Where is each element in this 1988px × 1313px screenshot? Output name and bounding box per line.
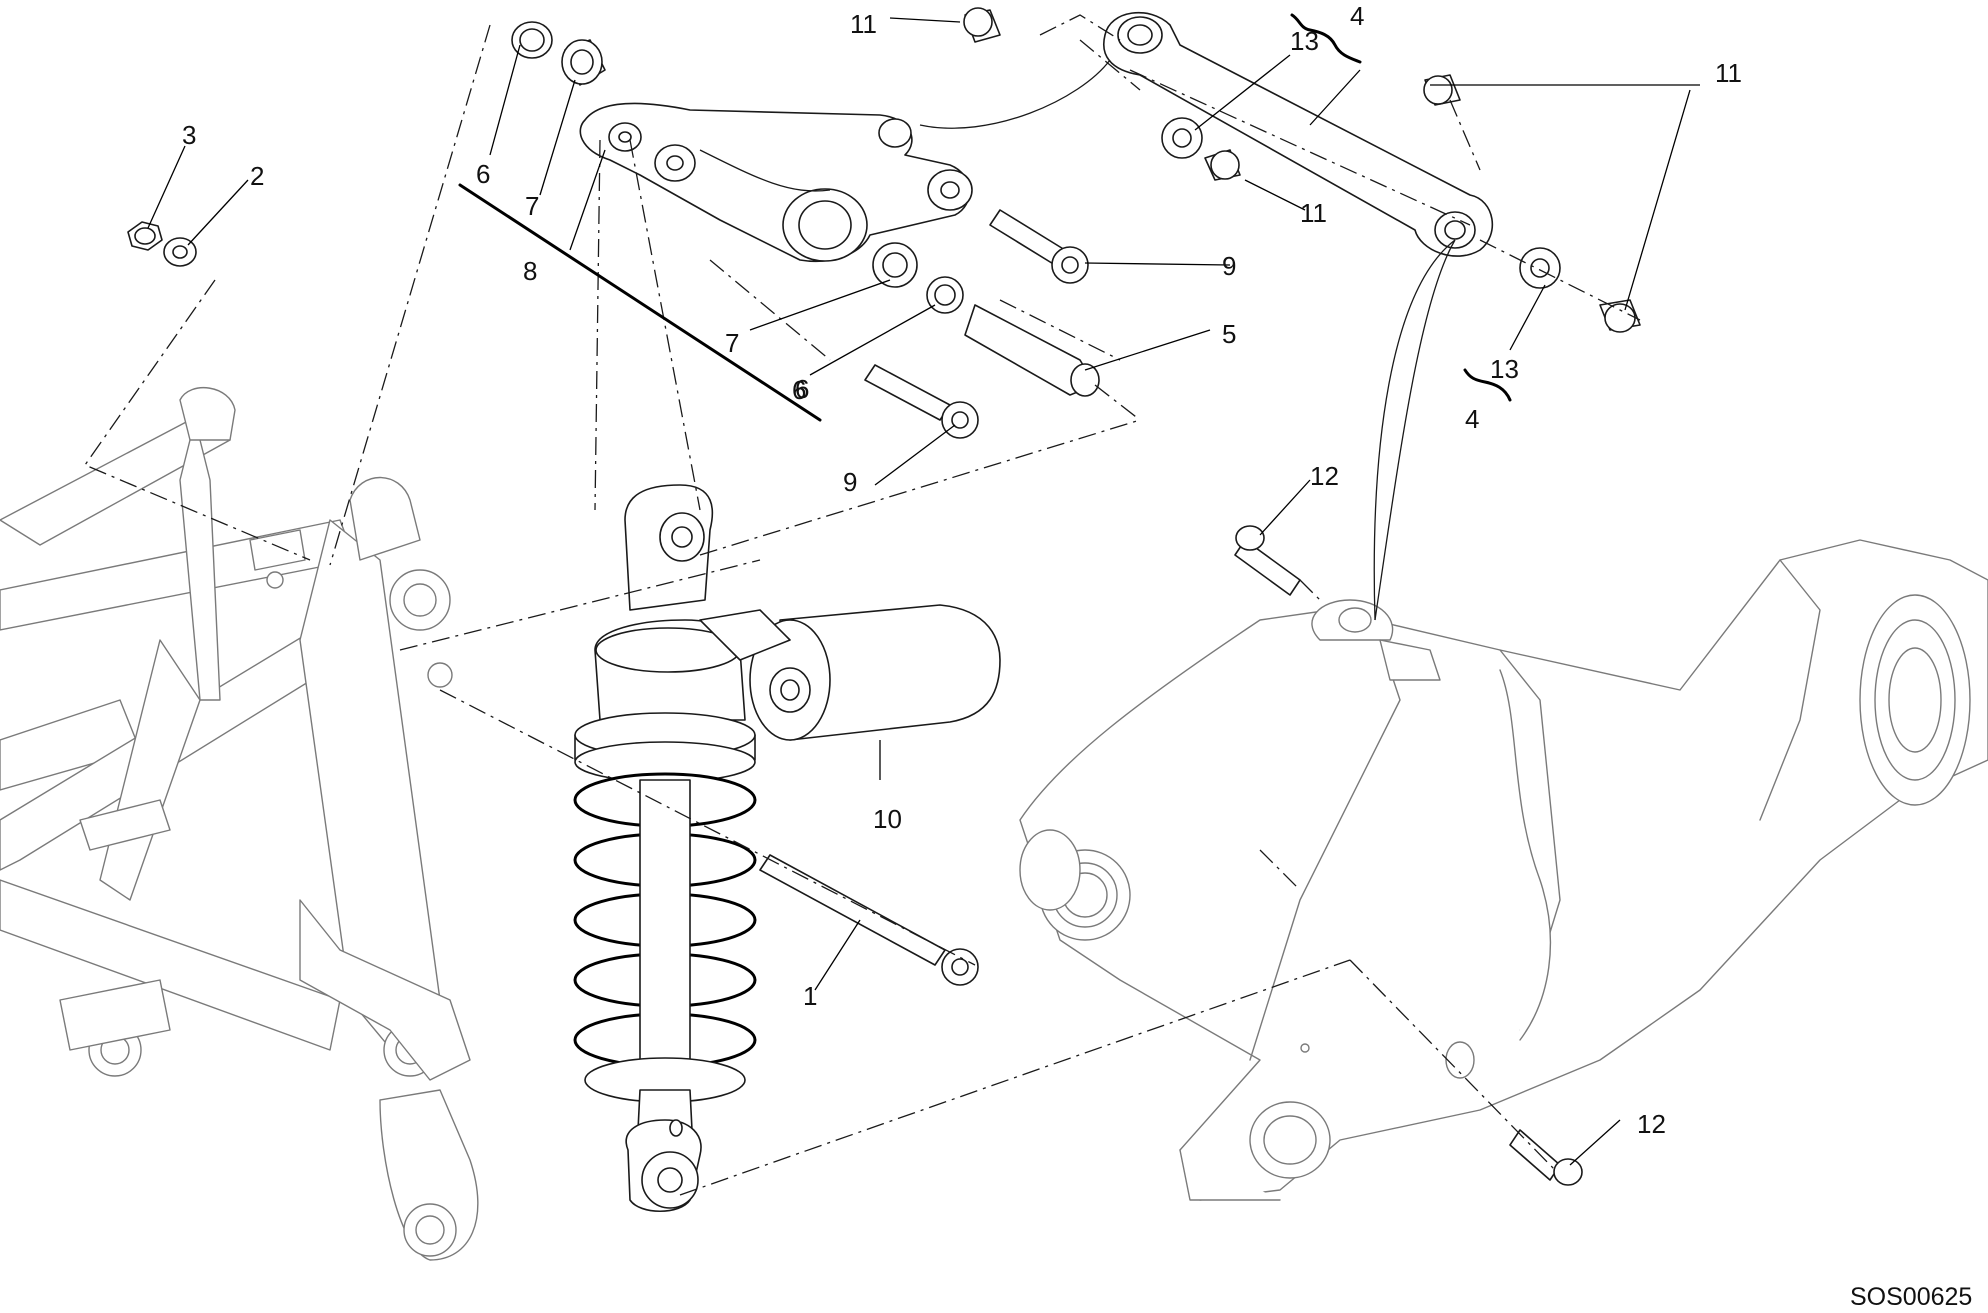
callout-11-top-right: 11 bbox=[1715, 58, 1742, 88]
callout-8: 8 bbox=[523, 256, 537, 286]
drawing-code: SOS00625 bbox=[1850, 1283, 1972, 1311]
callout-11-middle: 11 bbox=[1300, 198, 1327, 228]
assembly-lines bbox=[84, 14, 1641, 1196]
callout-9-upper: 9 bbox=[1222, 251, 1236, 281]
callout-6-bottom: 6 bbox=[795, 374, 809, 404]
callout-6-top: 6 bbox=[476, 159, 490, 189]
frame bbox=[0, 386, 479, 1261]
callout-6-middle: 6 bbox=[792, 375, 806, 405]
small-parts bbox=[127, 7, 1641, 1186]
callout-3: 3 bbox=[182, 120, 196, 150]
callout-labels: 1 2 3 4 4 5 6 6 6 7 7 8 9 9 10 11 11 11 … bbox=[182, 1, 1972, 1311]
callout-13-bottom: 13 bbox=[1490, 354, 1519, 384]
callout-7-top: 7 bbox=[525, 191, 539, 221]
callout-13-top: 13 bbox=[1290, 26, 1319, 56]
swingarm bbox=[1019, 539, 1988, 1201]
callout-4-bottom: 4 bbox=[1465, 404, 1479, 434]
callout-11-top-left: 11 bbox=[850, 9, 877, 39]
callout-7-bottom: 7 bbox=[725, 328, 739, 358]
callout-5: 5 bbox=[1222, 319, 1236, 349]
connection-curves bbox=[919, 59, 1456, 621]
callout-4-top: 4 bbox=[1350, 1, 1364, 31]
callout-2: 2 bbox=[250, 161, 264, 191]
callout-10: 10 bbox=[873, 804, 902, 834]
callout-9-lower: 9 bbox=[843, 467, 857, 497]
callout-1: 1 bbox=[803, 981, 817, 1011]
rocker-arm bbox=[579, 102, 973, 263]
leader-lines bbox=[147, 13, 1700, 1166]
callout-12-top: 12 bbox=[1310, 461, 1339, 491]
callout-12-bottom: 12 bbox=[1637, 1109, 1666, 1139]
shock-absorber bbox=[573, 484, 1001, 1212]
tie-rod bbox=[1103, 11, 1494, 257]
